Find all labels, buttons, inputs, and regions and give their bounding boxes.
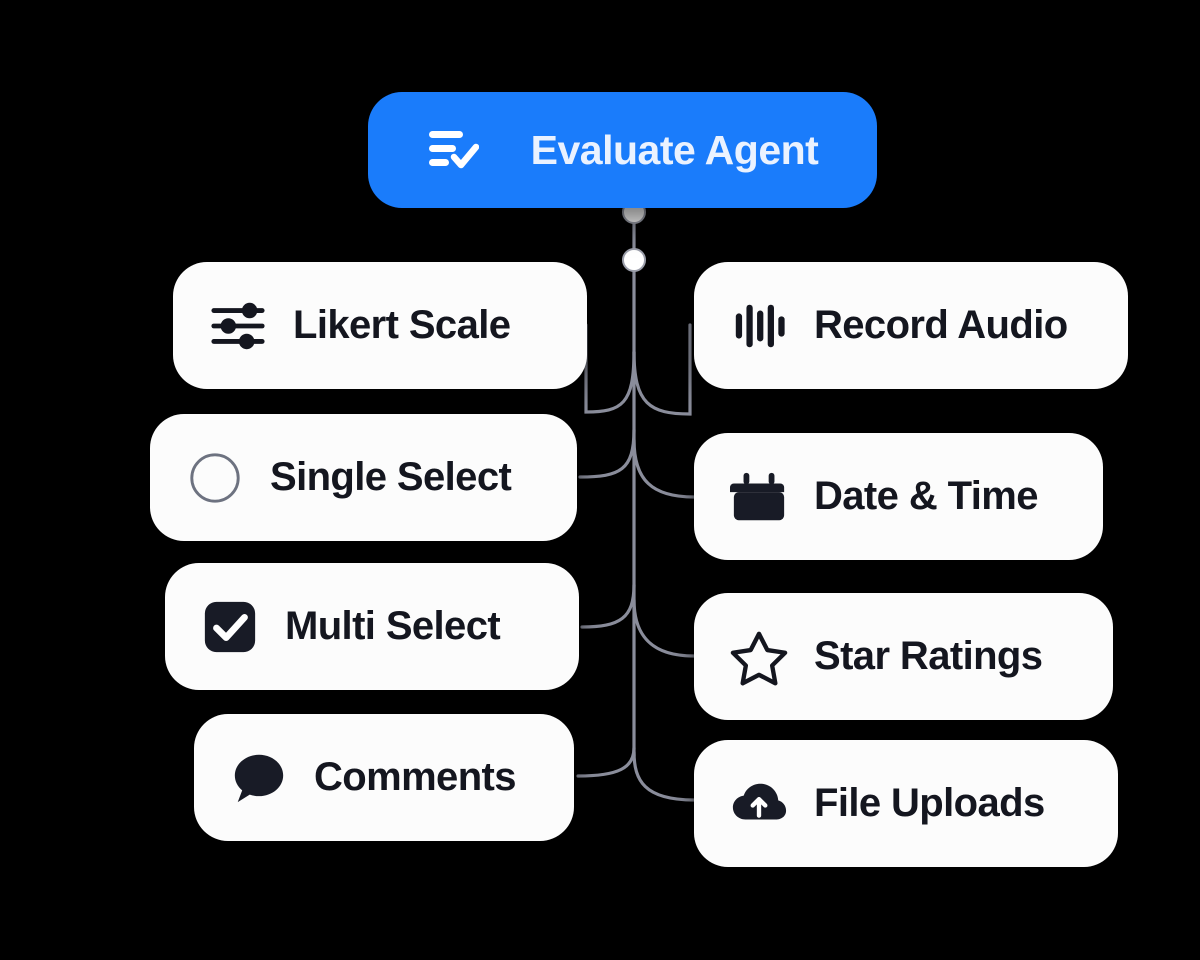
card-label: Date & Time — [814, 474, 1038, 518]
card-record-audio[interactable]: Record Audio — [694, 262, 1128, 389]
card-comments[interactable]: Comments — [194, 714, 574, 841]
evaluate-agent-node[interactable]: Evaluate Agent — [368, 92, 877, 208]
checklist-icon — [427, 127, 479, 173]
card-multi-select[interactable]: Multi Select — [165, 563, 579, 690]
root-label: Evaluate Agent — [530, 126, 819, 173]
branch-multi-select — [580, 583, 636, 629]
junction-dot-second — [622, 248, 646, 272]
checkbox-checked-icon — [199, 596, 261, 658]
branch-single-select — [578, 428, 636, 479]
calendar-icon — [728, 466, 790, 528]
card-label: Record Audio — [814, 303, 1068, 347]
card-label: Multi Select — [285, 604, 501, 648]
card-file-uploads[interactable]: File Uploads — [694, 740, 1118, 867]
card-label: Single Select — [270, 455, 512, 499]
card-label: Star Ratings — [814, 634, 1043, 678]
card-label: Likert Scale — [293, 303, 511, 347]
chat-bubble-icon — [228, 747, 290, 809]
branch-record-audio — [632, 323, 692, 416]
sliders-icon — [207, 295, 269, 357]
audio-waveform-icon — [728, 295, 790, 357]
branch-star-ratings — [632, 598, 696, 658]
branch-comments — [576, 746, 636, 778]
cloud-upload-icon — [728, 773, 790, 835]
star-outline-icon — [728, 626, 790, 688]
branch-date-time — [632, 438, 696, 499]
card-label: File Uploads — [814, 781, 1045, 825]
branch-file-uploads — [632, 750, 696, 802]
branch-likert — [584, 323, 636, 414]
card-date-time[interactable]: Date & Time — [694, 433, 1103, 560]
card-label: Comments — [314, 755, 517, 799]
radio-circle-icon — [184, 447, 246, 509]
card-star-ratings[interactable]: Star Ratings — [694, 593, 1113, 720]
card-single-select[interactable]: Single Select — [150, 414, 577, 541]
card-likert-scale[interactable]: Likert Scale — [173, 262, 587, 389]
